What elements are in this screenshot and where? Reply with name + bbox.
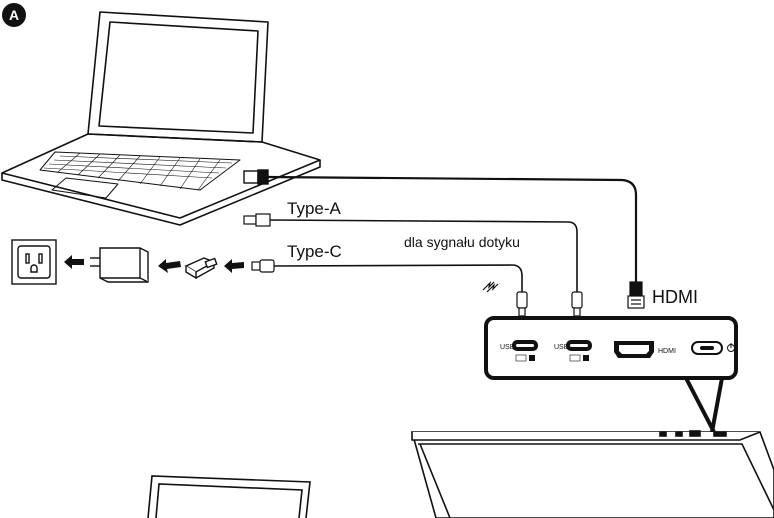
laptop-icon bbox=[1, 11, 321, 226]
type-a-cable bbox=[269, 219, 578, 292]
marker-badge: A bbox=[2, 3, 26, 27]
type-a-plug bbox=[243, 213, 271, 227]
type-c-plug bbox=[251, 259, 275, 273]
usb-c-plug-1 bbox=[516, 291, 528, 317]
laptop-partial-icon bbox=[147, 475, 311, 518]
lightning-icon bbox=[482, 281, 499, 293]
arrow-left-2 bbox=[158, 259, 181, 273]
usb-port-label-2: USB bbox=[554, 344, 569, 351]
arrow-left-3 bbox=[224, 259, 244, 273]
arrow-left-1 bbox=[64, 255, 84, 269]
hdmi-plug-monitor bbox=[627, 281, 645, 309]
usb-port-label-1: USB bbox=[500, 344, 515, 351]
usb-adapter-icon bbox=[184, 257, 218, 280]
power-adapter-icon bbox=[90, 247, 149, 283]
power-button-icon bbox=[727, 343, 735, 352]
usb-c-port-1: USB bbox=[500, 340, 538, 362]
hdmi-label: HDMI bbox=[652, 287, 698, 307]
port-panel: USB USB HDMI bbox=[484, 316, 738, 380]
power-port bbox=[691, 341, 735, 355]
hdmi-cable bbox=[267, 175, 638, 282]
marker-letter: A bbox=[9, 7, 19, 23]
hdmi-plug-laptop bbox=[243, 169, 269, 185]
monitor-icon bbox=[410, 430, 774, 518]
touch-signal-label: dla sygnału dotyku bbox=[404, 234, 520, 250]
type-c-label: Type-C bbox=[287, 242, 342, 261]
callout-pointer bbox=[684, 377, 724, 433]
type-c-cable bbox=[273, 264, 523, 292]
hdmi-port: HDMI bbox=[614, 341, 676, 358]
usb-c-port-2: USB bbox=[554, 340, 592, 362]
usb-c-plug-2 bbox=[571, 291, 583, 317]
hdmi-port-label: HDMI bbox=[658, 348, 676, 355]
wall-outlet-icon bbox=[11, 239, 57, 285]
type-a-label: Type-A bbox=[287, 199, 342, 218]
